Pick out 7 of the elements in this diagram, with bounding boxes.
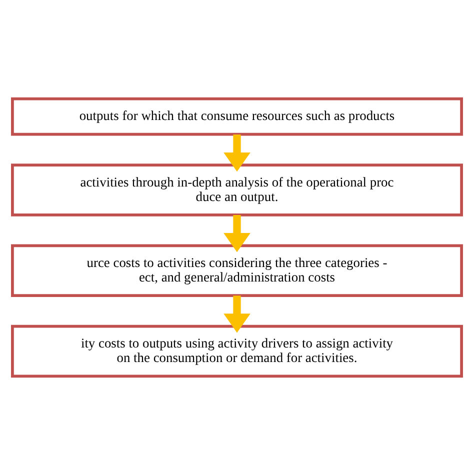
node-box: activities through in-depth analysis of the operational proc duce an output.: [11, 163, 463, 216]
node-box: outputs for which that consume resources such as products: [11, 96, 463, 136]
arrow: [224, 134, 250, 172]
arrow: [224, 214, 250, 252]
arrow: [224, 295, 250, 332]
node-box: urce costs to activities considering the three categories - ect, and general/administration costs: [11, 244, 463, 296]
node-box: ity costs to outputs using activity drivers to assign activity on the consumption or demand for activities.: [11, 324, 463, 378]
